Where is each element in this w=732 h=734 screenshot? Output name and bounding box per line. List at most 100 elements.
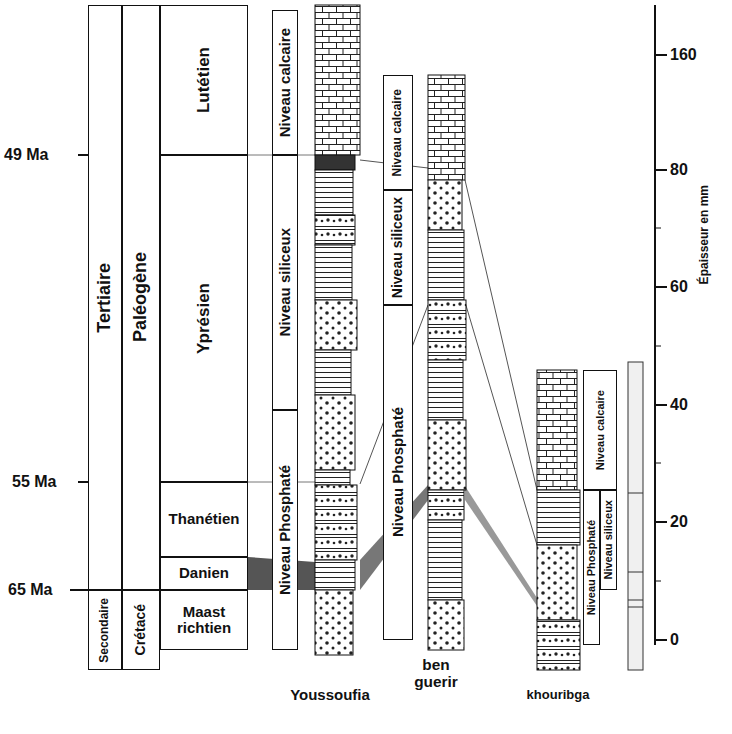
- axis-tick: [655, 54, 667, 56]
- rock-layer: [315, 470, 350, 485]
- correlation-line: [465, 302, 537, 545]
- axis-minor-tick: [655, 228, 661, 229]
- axis-title-holder: Épaisseur en mm: [694, 160, 716, 310]
- rock-layer: [315, 395, 355, 470]
- site-name-holder: khouribga: [516, 684, 600, 706]
- stage-box: Lutétien: [160, 5, 248, 155]
- thin-bar-body: [628, 362, 643, 670]
- age-label-holder: 55 Ma: [12, 471, 74, 493]
- rock-layer: [315, 300, 357, 350]
- site-name-holder: Youssoufia: [280, 682, 380, 708]
- thin-bar: [628, 362, 643, 670]
- period-band: Paléogène: [122, 5, 160, 590]
- axis-value: 20: [670, 513, 688, 531]
- axis-tick: [655, 404, 667, 406]
- level-box: Niveau calcaire: [583, 370, 617, 490]
- stage-box: Yprésien: [160, 155, 248, 482]
- axis-title: Épaisseur en mm: [698, 185, 711, 284]
- vertical-label: Tertiaire: [95, 263, 115, 333]
- vertical-label: Niveau siliceux: [277, 228, 294, 336]
- age-label-holder: 65 Ma: [8, 579, 70, 601]
- level-box: Niveau siliceux: [600, 490, 617, 590]
- stage-box: Maast richtien: [160, 590, 248, 650]
- axis-minor-tick: [655, 581, 661, 582]
- rock-layer: [428, 420, 466, 490]
- stage-box: Thanétien: [160, 482, 248, 557]
- rock-layer: [428, 520, 462, 600]
- vertical-label: Niveau siliceux: [390, 197, 405, 298]
- site-name: Youssoufia: [290, 687, 370, 704]
- thin-bar-line: [628, 607, 643, 608]
- vertical-label: Niveau calcaire: [594, 390, 606, 470]
- rock-layer: [315, 590, 353, 655]
- level-box: Niveau Phosphaté: [383, 305, 413, 640]
- rock-layer: [315, 170, 353, 215]
- rock-layer: [428, 490, 464, 520]
- thin-bar-line: [628, 600, 643, 601]
- rock-layer: [537, 370, 577, 490]
- vertical-label: Lutétien: [195, 47, 214, 113]
- correlation-line: [465, 180, 537, 490]
- axis-value: 0: [670, 631, 679, 649]
- level-box: Niveau siliceux: [272, 155, 298, 410]
- level-box: Niveau calcaire: [272, 10, 298, 155]
- rock-layer: [428, 300, 466, 360]
- thin-bar-line: [628, 493, 643, 494]
- youssoufia-log: [315, 5, 360, 655]
- vertical-label: Crétacé: [133, 604, 148, 655]
- axis-value: 80: [670, 161, 688, 179]
- axis-tick: [655, 169, 667, 171]
- axis-value: 160: [670, 46, 697, 64]
- axis-value: 40: [670, 396, 688, 414]
- level-box: Niveau Phosphaté: [583, 490, 600, 645]
- axis-minor-tick: [655, 463, 661, 464]
- label-text: Maast richtien: [163, 604, 245, 637]
- age-tick: [78, 154, 88, 156]
- axis-tick: [655, 286, 667, 288]
- axis-value-holder: 40: [670, 394, 706, 416]
- rock-layer: [537, 620, 580, 670]
- age-label-holder: 49 Ma: [4, 144, 66, 166]
- era-band: Tertiaire: [88, 5, 122, 590]
- vertical-label: Paléogène: [131, 252, 151, 342]
- era-band: Secondaire: [88, 590, 122, 670]
- rock-layer: [428, 180, 462, 230]
- level-box: Niveau Phosphaté: [272, 410, 298, 650]
- vertical-label: Niveau Phosphaté: [390, 407, 407, 537]
- vertical-label: Niveau siliceux: [602, 500, 614, 580]
- rock-layer: [537, 545, 577, 620]
- rock-layer: [315, 350, 351, 395]
- rock-layer: [428, 230, 464, 300]
- khouribga-log: [537, 370, 580, 670]
- age-tick: [78, 481, 88, 483]
- site-name: khouribga: [527, 688, 590, 702]
- axis-value-holder: 160: [670, 44, 712, 66]
- vertical-label: Niveau calcaire: [277, 28, 294, 137]
- stage-box: Danien: [160, 557, 248, 590]
- rock-layer: [315, 560, 355, 590]
- rock-layer: [315, 215, 355, 245]
- rock-layer: [315, 5, 360, 155]
- axis-tick: [655, 639, 667, 641]
- rock-layer: [428, 360, 463, 420]
- vertical-label: Niveau Phosphaté: [585, 520, 597, 615]
- vertical-label: Yprésien: [195, 283, 214, 354]
- rock-layer: [315, 155, 355, 170]
- rock-layer: [315, 485, 357, 560]
- vertical-label: Secondaire: [98, 598, 111, 663]
- thickness-axis: [655, 5, 667, 645]
- site-name-holder: ben guerir: [404, 650, 468, 698]
- label-text: Thanétien: [169, 511, 240, 528]
- thin-bar-line: [628, 572, 643, 573]
- axis-value-holder: 0: [670, 629, 700, 651]
- level-box: Niveau calcaire: [383, 75, 413, 190]
- rock-layer: [428, 75, 465, 180]
- axis-minor-tick: [655, 346, 661, 347]
- rock-layer: [315, 245, 352, 300]
- axis-line: [654, 5, 656, 645]
- age-label: 55 Ma: [12, 473, 56, 491]
- age-ticks: [78, 155, 88, 482]
- age-label: 65 Ma: [8, 581, 52, 599]
- period-band: Crétacé: [122, 590, 160, 670]
